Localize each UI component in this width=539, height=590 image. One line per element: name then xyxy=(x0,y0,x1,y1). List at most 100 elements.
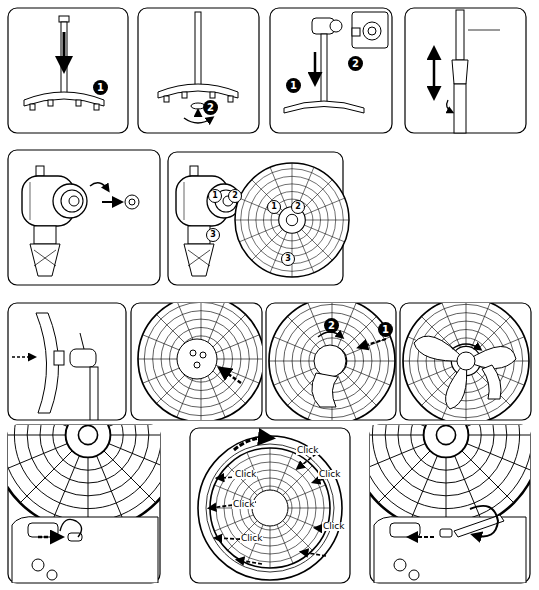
click-label: Click xyxy=(234,470,257,479)
line-art xyxy=(363,22,381,40)
click-label: Click xyxy=(240,534,263,543)
line-art xyxy=(38,536,60,539)
line-art xyxy=(195,12,201,88)
line-art xyxy=(198,436,342,580)
line-art xyxy=(30,104,35,110)
click-label: Click xyxy=(318,470,341,479)
line-art xyxy=(8,8,128,133)
line-art xyxy=(374,515,526,583)
line-art xyxy=(228,96,233,102)
line-art xyxy=(158,84,238,98)
line-art xyxy=(482,365,501,399)
callout-number: 2 xyxy=(291,200,305,214)
line-art xyxy=(374,517,526,583)
line-art xyxy=(190,350,196,356)
callout-number: 2 xyxy=(324,318,339,333)
line-art xyxy=(394,559,406,571)
callout-number: 1 xyxy=(378,322,393,337)
line-art xyxy=(456,10,464,60)
line-art xyxy=(352,28,360,36)
line-art xyxy=(76,100,81,106)
line-art xyxy=(194,362,200,368)
line-art xyxy=(454,84,466,133)
callout-number: 3 xyxy=(206,228,220,242)
panel-clip-front-grille xyxy=(0,339,184,583)
line-art xyxy=(125,195,139,209)
line-art xyxy=(28,523,58,537)
panel-pole-insert xyxy=(24,16,104,110)
line-art xyxy=(70,349,96,367)
line-art xyxy=(270,8,392,133)
callout-number: 1 xyxy=(93,80,108,95)
panel-head-mount xyxy=(284,12,388,113)
line-art xyxy=(405,8,526,133)
line-art xyxy=(403,298,529,424)
panel-fit-rear-grille xyxy=(12,313,98,420)
line-art xyxy=(321,34,327,104)
line-art xyxy=(90,183,108,190)
line-art xyxy=(8,150,160,285)
line-art xyxy=(12,356,34,358)
line-art xyxy=(269,298,395,424)
line-art xyxy=(12,517,158,583)
line-art xyxy=(182,92,187,98)
line-art xyxy=(409,570,419,580)
line-art xyxy=(269,298,395,424)
line-art xyxy=(221,369,241,383)
line-art xyxy=(468,30,500,31)
callout-number: 1 xyxy=(208,189,222,203)
line-art xyxy=(440,529,452,537)
line-art xyxy=(63,32,66,68)
line-art xyxy=(164,96,169,102)
line-art xyxy=(0,339,184,531)
line-art xyxy=(470,506,498,537)
callout-number: 2 xyxy=(348,56,363,71)
click-label: Click xyxy=(232,500,255,509)
line-art xyxy=(32,559,44,571)
line-art xyxy=(235,163,349,277)
line-art xyxy=(403,298,529,424)
line-art xyxy=(238,560,262,564)
line-art xyxy=(59,16,69,22)
line-art xyxy=(206,444,334,572)
line-art xyxy=(0,339,184,583)
line-art xyxy=(410,536,434,538)
line-art xyxy=(252,490,288,526)
line-art xyxy=(184,118,212,123)
panel-base-nut xyxy=(158,12,238,123)
line-art xyxy=(312,373,338,407)
line-art xyxy=(198,436,342,580)
line-art xyxy=(176,166,241,276)
line-art xyxy=(352,12,388,48)
line-art xyxy=(94,104,99,110)
callout-number: 2 xyxy=(228,189,242,203)
line-art xyxy=(210,448,330,568)
line-art xyxy=(284,101,364,113)
callout-number: 1 xyxy=(286,78,301,93)
panel-screw-rim xyxy=(350,339,539,583)
line-art xyxy=(90,367,98,420)
line-art xyxy=(414,336,516,409)
line-art xyxy=(350,339,539,531)
line-art xyxy=(298,454,316,468)
panel-tighten-spinner xyxy=(269,298,395,424)
line-art xyxy=(12,313,98,420)
panel-blade-nut xyxy=(403,298,529,424)
line-art xyxy=(433,50,436,72)
callout-number: 3 xyxy=(281,252,295,266)
line-art xyxy=(22,166,87,276)
callout-number: 2 xyxy=(203,100,218,115)
line-art xyxy=(302,552,326,556)
line-art xyxy=(177,339,217,379)
line-art xyxy=(433,72,436,96)
line-art xyxy=(60,519,82,537)
line-art xyxy=(47,570,57,580)
line-art xyxy=(457,352,475,370)
line-art xyxy=(452,344,480,349)
line-art xyxy=(447,100,452,112)
line-art xyxy=(138,296,264,422)
callout-number: 1 xyxy=(267,200,281,214)
line-art xyxy=(452,60,468,84)
